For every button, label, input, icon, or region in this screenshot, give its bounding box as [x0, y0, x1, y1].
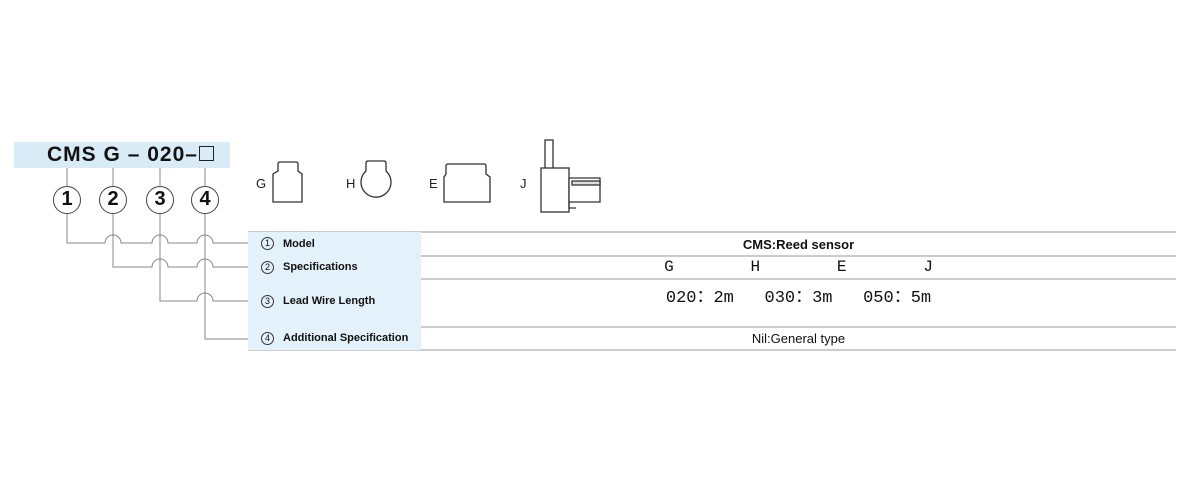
row-number: 1: [261, 237, 274, 250]
wide-head-sensor-icon: [443, 163, 491, 203]
model-code: CMS G – 020–: [47, 142, 198, 168]
type-letter-h: H: [346, 176, 356, 191]
badge-3: 3: [146, 186, 174, 214]
angled-sensor-icon: [540, 139, 601, 213]
label-cell: [248, 327, 421, 350]
label-cell: [248, 232, 421, 256]
badge-1: 1: [53, 186, 81, 214]
type-letter-g: G: [256, 176, 267, 191]
code-dash: –: [185, 143, 198, 166]
code-series: CMS: [47, 143, 97, 166]
row-value: Nil:General type: [751, 331, 846, 346]
row-number: 4: [261, 332, 274, 345]
table-row-model: 1 Model CMS:Reed sensor: [248, 232, 1176, 256]
row-label: Lead Wire Length: [283, 295, 376, 307]
code-dash: –: [127, 143, 141, 166]
row-number: 3: [261, 295, 274, 308]
code-spec: G: [103, 143, 121, 166]
code-lead: 020: [147, 143, 186, 166]
table-row-lead-wire: 3 Lead Wire Length 020：2m 030：3m 050：5m: [248, 279, 1176, 327]
type-letter-j: J: [520, 176, 527, 191]
row-label: Model: [283, 238, 315, 250]
blank-option-square: [199, 146, 214, 161]
table-row-specifications: 2 Specifications G H E J: [248, 256, 1176, 279]
row-value: CMS:Reed sensor: [742, 237, 855, 252]
label-cell: [248, 279, 421, 327]
round-head-sensor-icon: [360, 160, 392, 198]
label-cell: [248, 256, 421, 279]
square-head-sensor-icon: [272, 161, 303, 203]
table-row-additional-spec: 4 Additional Specification Nil:General t…: [248, 327, 1176, 350]
model-code-background: [14, 142, 230, 168]
type-letter-e: E: [429, 176, 438, 191]
row-label: Specifications: [283, 261, 358, 273]
row-label: Additional Specification: [283, 332, 409, 344]
row-value: G H E J: [664, 258, 933, 276]
badge-4: 4: [191, 186, 219, 214]
row-number: 2: [261, 261, 274, 274]
row-value: 020：2m 030：3m 050：5m: [665, 289, 932, 308]
badge-2: 2: [99, 186, 127, 214]
